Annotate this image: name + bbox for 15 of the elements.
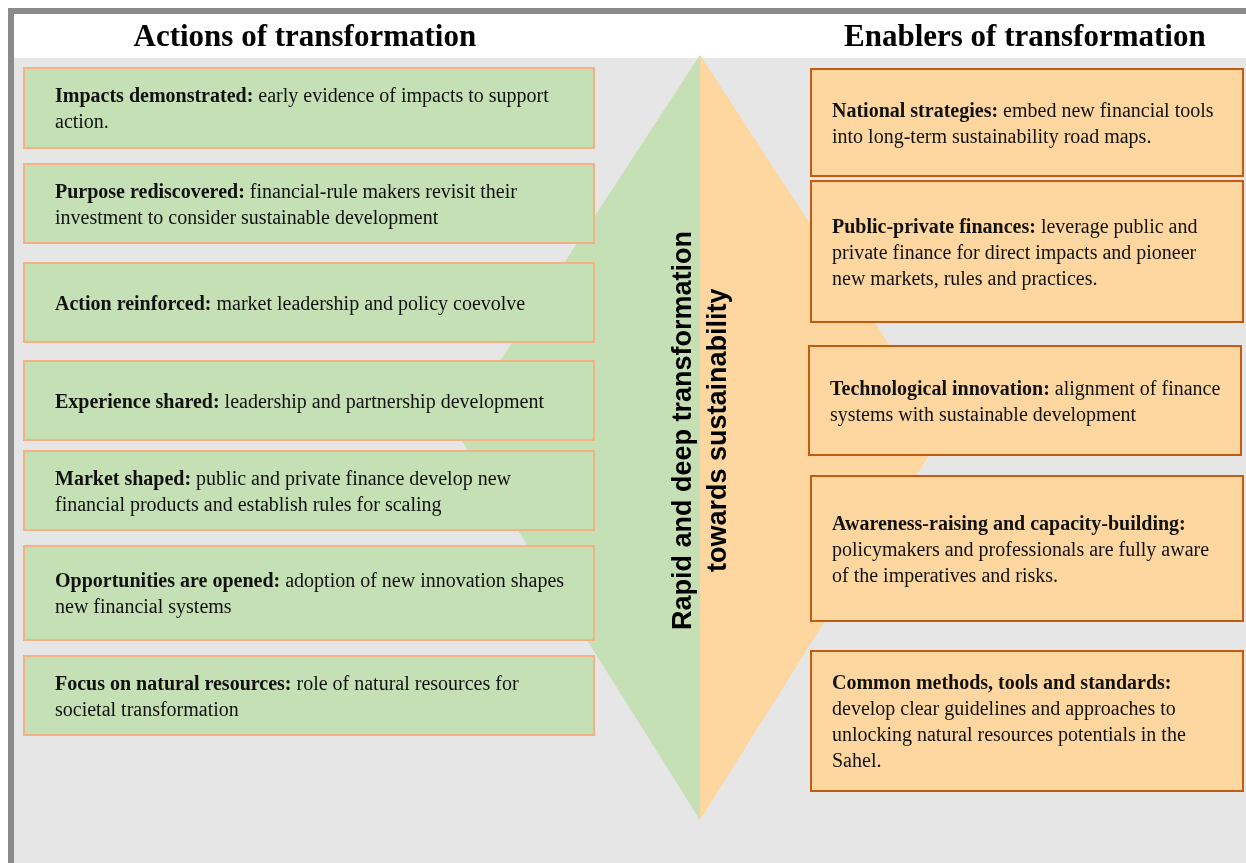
- action-card: Impacts demonstrated: early evidence of impacts to support action.: [23, 67, 595, 149]
- action-card: Action reinforced: market leadership and policy coevolve: [23, 262, 595, 343]
- action-card: Market shaped: public and private finance develop new financial products and establish rules for scaling: [23, 450, 595, 531]
- action-card: Opportunities are opened: adoption of new innovation shapes new financial systems: [23, 545, 595, 641]
- vertical-label: Rapid and deep transformation towards sustainability: [666, 229, 734, 632]
- column-heading: Enablers of transformation: [844, 18, 1206, 54]
- action-card: Focus on natural resources: role of natural resources for societal transformation: [23, 655, 595, 736]
- enabler-card: Public-private finances: leverage public and private finance for direct impacts and pioneer new markets, rules and practices.: [810, 180, 1244, 323]
- enabler-card: Awareness-raising and capacity-building: policymakers and professionals are fully aware of the imperatives and risks.: [810, 475, 1244, 622]
- action-card: Purpose rediscovered: financial-rule makers revisit their investment to consider sustainable development: [23, 163, 595, 244]
- enabler-card: Common methods, tools and standards: develop clear guidelines and approaches to unlocking natural resources potentials in the Sahel.: [810, 650, 1244, 792]
- enabler-card: Technological innovation: alignment of finance systems with sustainable development: [808, 345, 1242, 456]
- action-card: Experience shared: leadership and partnership development: [23, 360, 595, 441]
- column-heading: Actions of transformation: [133, 18, 477, 54]
- enabler-card: National strategies: embed new financial tools into long-term sustainability road maps.: [810, 68, 1244, 177]
